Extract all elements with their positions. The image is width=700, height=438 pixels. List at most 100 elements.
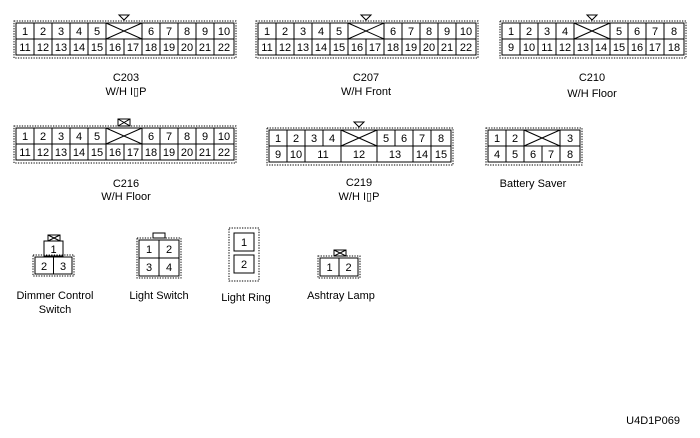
connector-c219-blank-cavity-cross [340,129,378,147]
pin-label: 5 [336,26,342,38]
pin-label: 4 [76,26,82,38]
pin-label: 19 [405,42,417,54]
pin-label: 12 [559,42,571,54]
connector-c207-outline [255,20,479,59]
harness-label: W/H I▯P [106,86,147,98]
harness-label: W/H Front [341,86,391,98]
pin-label: 14 [595,42,607,54]
pin-label: 10 [460,26,472,38]
pin-label: 2 [241,259,247,271]
pin-label: 17 [127,147,139,159]
pin-label: 20 [181,147,193,159]
connector-c219-row2-dividers [286,146,432,162]
connector-c210-row1-dividers [519,23,665,39]
pin-label: 13 [55,42,67,54]
pin-label: 19 [163,42,175,54]
pin-label: 1 [22,131,28,143]
pin-label: 7 [166,131,172,143]
pin-label: 2 [40,26,46,38]
connector-c207-row1-dividers [275,23,457,39]
pin-label: 6 [390,26,396,38]
pin-label: 9 [444,26,450,38]
connector-name: Battery Saver [500,178,567,190]
connector-c219: 1 2 3 4 5 6 7 8 9 10 11 12 13 14 15 C219… [266,121,454,203]
pin-label: 18 [387,42,399,54]
pin-label: 14 [315,42,327,54]
connector-c203-blank-cavity-cross [105,22,143,40]
connector-light-switch-dividers [139,240,179,276]
harness-label: W/H Floor [567,88,617,100]
connector-light-switch-lock-marker [152,232,166,239]
connector-dimmer-lock-marker [47,234,61,242]
connector-c203-outline [13,20,237,59]
pin-label: 2 [282,26,288,38]
pin-label: 16 [631,42,643,54]
connector-c219-outline [266,127,454,166]
connector-name: Dimmer Control [16,290,93,302]
pin-label: 19 [163,147,175,159]
pin-label: 1 [22,26,28,38]
pin-label: 22 [218,147,230,159]
connector-c210-row2-dividers [519,39,665,55]
connector-light-ring-pin1-cavity [233,232,255,252]
pin-label: 8 [426,26,432,38]
connector-c203-row2-frame [15,38,235,56]
connector-ashtray-lock-marker-cross [333,249,347,257]
pin-label: 10 [523,42,535,54]
pin-label: 9 [202,131,208,143]
connector-c203-lock-marker [117,14,131,21]
pin-label: 9 [508,42,514,54]
pin-label: 20 [181,42,193,54]
pin-label: 2 [40,131,46,143]
pin-label: 3 [58,26,64,38]
pin-label: 1 [241,237,247,249]
pin-label: 3 [544,26,550,38]
connector-c219-row2-frame [268,145,452,163]
pin-label: 12 [37,42,49,54]
pin-label: 13 [297,42,309,54]
pin-label: 15 [91,147,103,159]
pin-label: 3 [300,26,306,38]
pin-label: 1 [146,244,152,256]
pin-label: 21 [441,42,453,54]
pin-label: 1 [275,133,281,145]
pin-label: 17 [369,42,381,54]
connector-battery-saver-row2-dividers [505,146,561,162]
pin-label: 4 [318,26,324,38]
pin-label: 18 [145,147,157,159]
pin-label: 4 [166,262,172,274]
pin-label: 1 [50,244,56,256]
pin-label: 3 [146,262,152,274]
connector-c219-row1-dividers [286,130,432,146]
pin-label: 6 [148,26,154,38]
pin-label: 15 [435,149,447,161]
pin-label: 13 [389,149,401,161]
connector-c216-lock-marker [117,118,131,127]
connector-battery-saver-blank-cavity-cross [523,129,561,147]
pin-label: 4 [562,26,568,38]
pin-label: 4 [76,131,82,143]
pin-label: 22 [460,42,472,54]
pin-label: 8 [438,133,444,145]
pin-label: 17 [127,42,139,54]
pin-label: 15 [333,42,345,54]
connector-c216-row2-dividers [33,144,215,160]
pin-label: 18 [145,42,157,54]
connector-battery-saver-outline [485,127,583,166]
pin-label: 7 [166,26,172,38]
connector-c216-outline [13,125,237,164]
pin-label: 1 [264,26,270,38]
connector-c210-lock-marker [585,14,599,21]
pin-label: 2 [512,133,518,145]
pin-label: 11 [541,42,552,54]
pin-label: 11 [261,42,272,54]
connector-code: C210 [579,72,605,84]
connector-c210: 1 2 3 4 5 6 7 8 9 10 11 12 13 14 15 16 1… [499,14,687,100]
pin-label: 2 [293,133,299,145]
pin-label: 3 [311,133,317,145]
connector-c203-row2-dividers [33,39,215,55]
connector-c216-row1-dividers [33,128,215,144]
pin-label: 2 [345,262,351,274]
connector-code: C207 [353,72,379,84]
